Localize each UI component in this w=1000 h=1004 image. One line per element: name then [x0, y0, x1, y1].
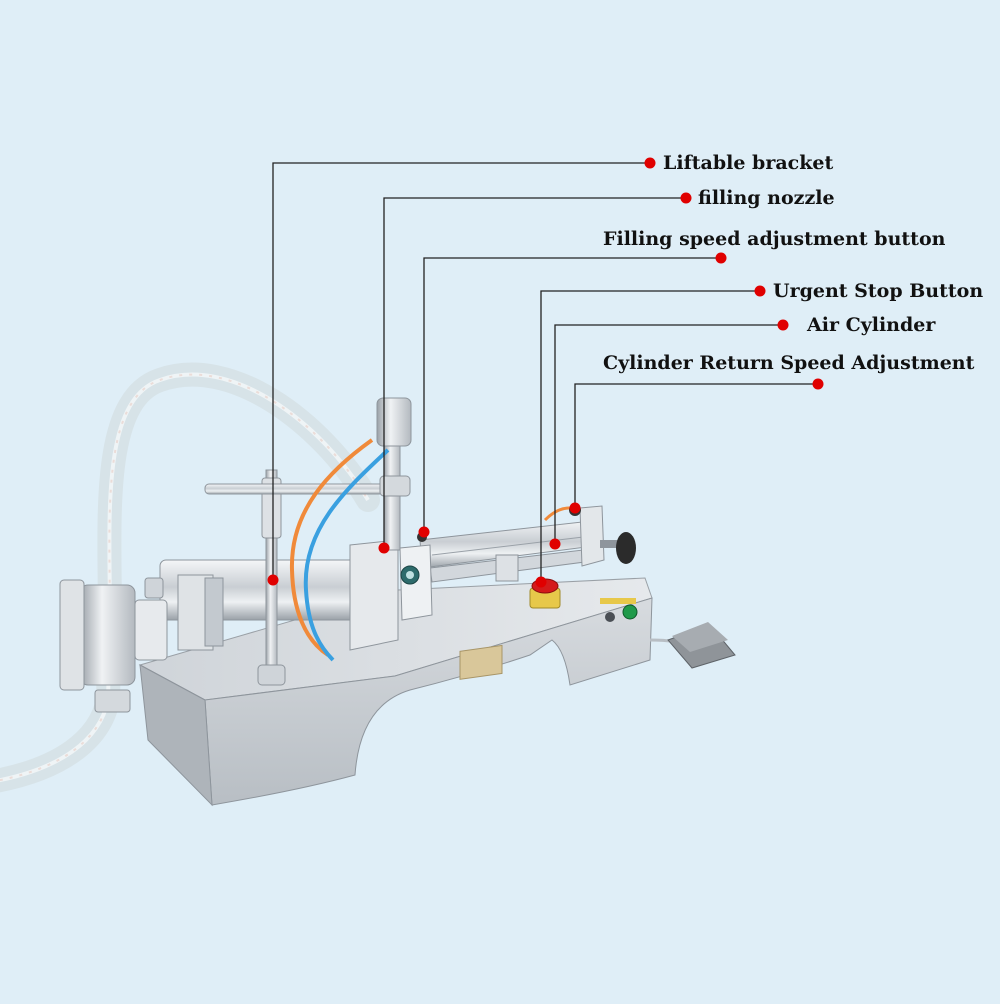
handwheel [616, 532, 636, 564]
callout-dot-air-cylinder-end [777, 319, 789, 331]
cylinder-end-bracket [349, 539, 399, 651]
orange-air-tube [289, 438, 374, 657]
blue-air-tube [303, 448, 390, 662]
machine-base-front [139, 597, 653, 806]
label-liftable-bracket: Liftable bracket [663, 152, 833, 174]
callout-dots [267, 157, 824, 588]
callout-dot-return-speed-end [812, 378, 824, 390]
callout-dot-filling-nozzle-start [378, 542, 390, 554]
callout-dot-urgent-stop-end [754, 285, 766, 297]
callout-labels: Liftable bracket filling nozzle Filling … [603, 152, 983, 374]
power-switch [622, 604, 638, 620]
label-filling-speed-adjustment: Filling speed adjustment button [603, 228, 946, 250]
leader-line-liftable-bracket [272, 162, 650, 580]
callout-dot-urgent-stop-start [535, 576, 547, 588]
guide-mount-plate [399, 544, 433, 621]
callout-dot-filling-speed-end [715, 252, 727, 264]
machine-illustration [0, 362, 736, 807]
leader-line-urgent-stop [540, 290, 760, 582]
callout-dot-liftable-bracket-start [267, 574, 279, 586]
leader-line-filling-speed [423, 257, 721, 532]
callout-dot-liftable-bracket-end [644, 157, 656, 169]
label-air-cylinder: Air Cylinder [806, 314, 936, 336]
callout-dot-filling-nozzle-end [680, 192, 692, 204]
machine-base-side [139, 664, 213, 807]
label-cylinder-return-speed: Cylinder Return Speed Adjustment [603, 352, 975, 374]
callout-dot-filling-speed-start [418, 526, 430, 538]
liftable-bracket-crossbar [204, 483, 406, 495]
callout-dot-air-cylinder-start [549, 538, 561, 550]
leader-line-air-cylinder [554, 324, 783, 544]
label-urgent-stop-button: Urgent Stop Button [773, 280, 983, 302]
label-filling-nozzle: filling nozzle [698, 187, 835, 209]
leader-line-filling-nozzle [383, 197, 686, 548]
nameplate [459, 644, 503, 680]
leader-lines [272, 162, 818, 582]
callout-dot-return-speed-start [569, 502, 581, 514]
clamp-fitting [79, 584, 136, 686]
leader-line-return-speed [574, 383, 818, 508]
